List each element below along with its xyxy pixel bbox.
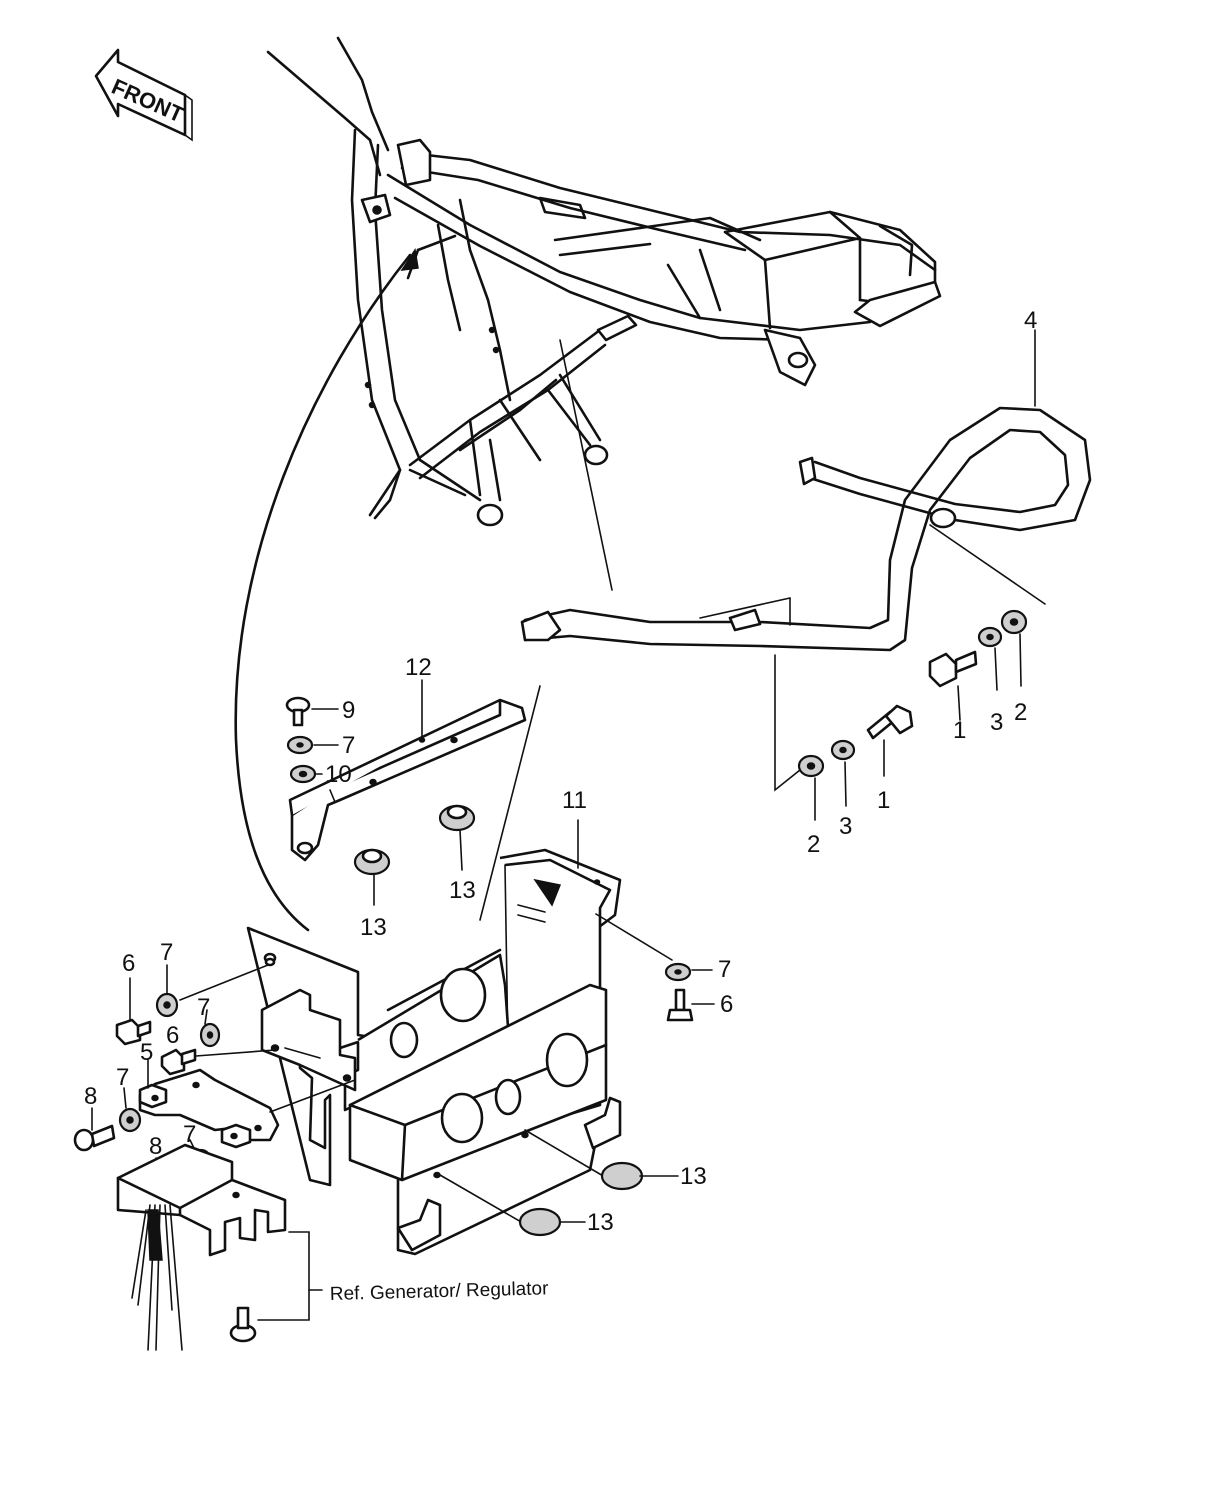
screw-9 — [285, 696, 311, 727]
grommet-13-b — [438, 804, 476, 832]
callout-7-left-upper: 7 — [160, 939, 173, 966]
regulator — [116, 1143, 287, 1351]
callout-7-left-bottom: 7 — [183, 1121, 196, 1148]
callout-13-a: 13 — [360, 914, 387, 941]
callout-12: 12 — [405, 654, 432, 681]
callout-7-right: 7 — [718, 956, 731, 983]
callout-7-left-lower: 7 — [116, 1064, 129, 1091]
callout-9: 9 — [342, 697, 355, 724]
callout-5: 5 — [140, 1039, 153, 1066]
callout-13-c: 13 — [680, 1163, 707, 1190]
bolt-6-left-upper — [115, 1018, 152, 1046]
callout-1-lower: 1 — [877, 787, 890, 814]
frame — [266, 36, 942, 527]
callout-6-right: 6 — [720, 991, 733, 1018]
callout-2-lower: 2 — [807, 831, 820, 858]
grommet-13-d — [518, 1207, 562, 1237]
bolt-1-lower — [866, 704, 914, 740]
part-5-bracket — [138, 1068, 280, 1149]
callout-13-b: 13 — [449, 877, 476, 904]
front-arrow-icon: FRONT — [94, 48, 193, 142]
screw-ref — [229, 1306, 257, 1343]
bolt-1-upper — [928, 650, 978, 688]
part-11-battery-case — [246, 848, 622, 1256]
callout-6-left-mid: 6 — [166, 1022, 179, 1049]
callout-3-lower: 3 — [839, 813, 852, 840]
callout-8-left: 8 — [84, 1083, 97, 1110]
screw-8-left — [73, 1124, 116, 1152]
ref-generator-regulator-label: Ref. Generator/ Regulator — [330, 1278, 550, 1305]
callout-6-left-upper: 6 — [122, 950, 135, 977]
callout-7-upper: 7 — [342, 732, 355, 759]
callout-4: 4 — [1024, 307, 1037, 334]
callout-13-d: 13 — [587, 1209, 614, 1236]
callout-7-left-mid: 7 — [197, 994, 210, 1021]
callout-3-upper: 3 — [990, 709, 1003, 736]
callout-11: 11 — [562, 787, 587, 814]
callout-1-upper: 1 — [953, 717, 966, 744]
part-12-bracket — [288, 698, 527, 862]
grommet-13-a — [353, 848, 391, 876]
bolt-6-left-mid — [160, 1048, 197, 1076]
frame-leader-line — [234, 253, 412, 932]
grommet-13-c — [600, 1161, 644, 1191]
callout-8-bottom: 8 — [149, 1133, 162, 1160]
callout-10: 10 — [325, 761, 352, 788]
front-label: FRONT — [108, 74, 188, 128]
bolt-6-right — [666, 988, 694, 1022]
part-4-stand — [520, 406, 1092, 652]
callout-2-upper: 2 — [1014, 699, 1027, 726]
